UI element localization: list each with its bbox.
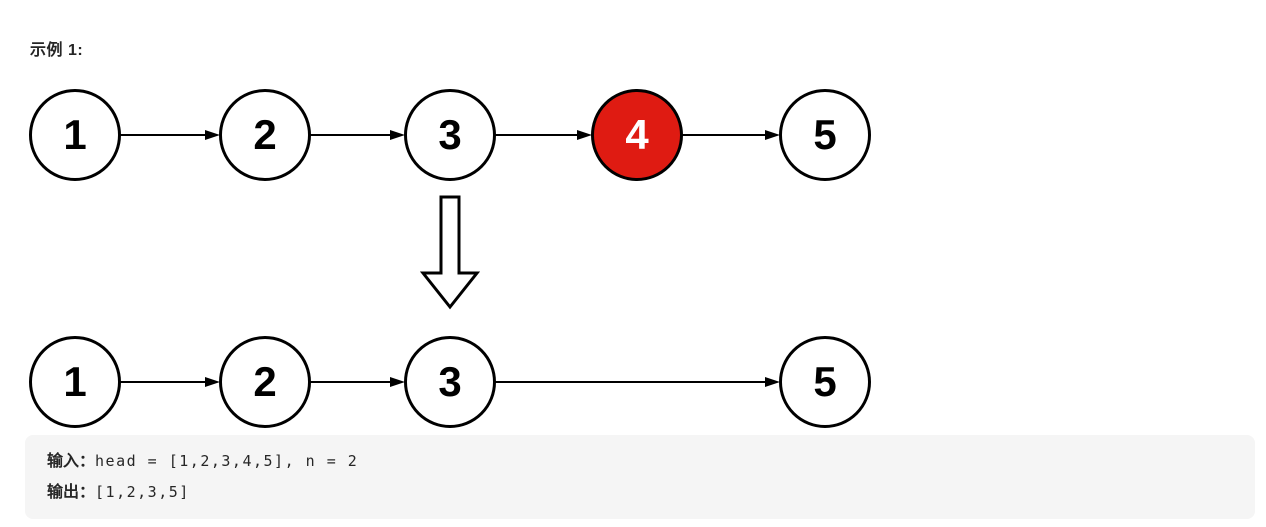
list-node: 5	[779, 89, 871, 181]
arrow-line	[495, 380, 765, 384]
linked-list-diagram: 1 2 3 4 5 1 2 3 5	[29, 89, 871, 428]
arrow-line	[310, 380, 390, 384]
list-node-highlighted: 4	[591, 89, 683, 181]
arrow-line	[120, 380, 205, 384]
transform-down-arrow-icon	[420, 195, 480, 310]
output-value: [1,2,3,5]	[95, 483, 190, 501]
output-label: 输出：	[47, 484, 96, 501]
list-node: 2	[219, 89, 311, 181]
list-node: 1	[29, 336, 121, 428]
example-label: 示例 1:	[30, 42, 84, 59]
next-pointer-arrow	[310, 127, 405, 143]
next-pointer-arrow	[120, 374, 220, 390]
arrow-head-icon	[205, 130, 220, 140]
example-io-block: 输入：head = [1,2,3,4,5], n = 2 输出：[1,2,3,5…	[25, 435, 1255, 519]
output-line: 输出：[1,2,3,5]	[47, 477, 1233, 508]
list-node: 2	[219, 336, 311, 428]
list-node: 5	[779, 336, 871, 428]
next-pointer-arrow	[682, 127, 780, 143]
next-pointer-arrow	[310, 374, 405, 390]
arrow-head-icon	[390, 377, 405, 387]
next-pointer-arrow	[495, 127, 592, 143]
input-value: head = [1,2,3,4,5], n = 2	[95, 452, 359, 470]
arrow-line	[495, 133, 577, 137]
next-pointer-arrow	[495, 374, 780, 390]
input-line: 输入：head = [1,2,3,4,5], n = 2	[47, 446, 1233, 477]
arrow-head-icon	[765, 130, 780, 140]
list-node: 1	[29, 89, 121, 181]
arrow-line	[682, 133, 765, 137]
next-pointer-arrow	[120, 127, 220, 143]
arrow-head-icon	[205, 377, 220, 387]
arrow-head-icon	[765, 377, 780, 387]
list-node: 3	[404, 89, 496, 181]
list-node: 3	[404, 336, 496, 428]
input-label: 输入：	[47, 453, 96, 470]
arrow-head-icon	[390, 130, 405, 140]
arrow-line	[120, 133, 205, 137]
arrow-head-icon	[577, 130, 592, 140]
arrow-line	[310, 133, 390, 137]
